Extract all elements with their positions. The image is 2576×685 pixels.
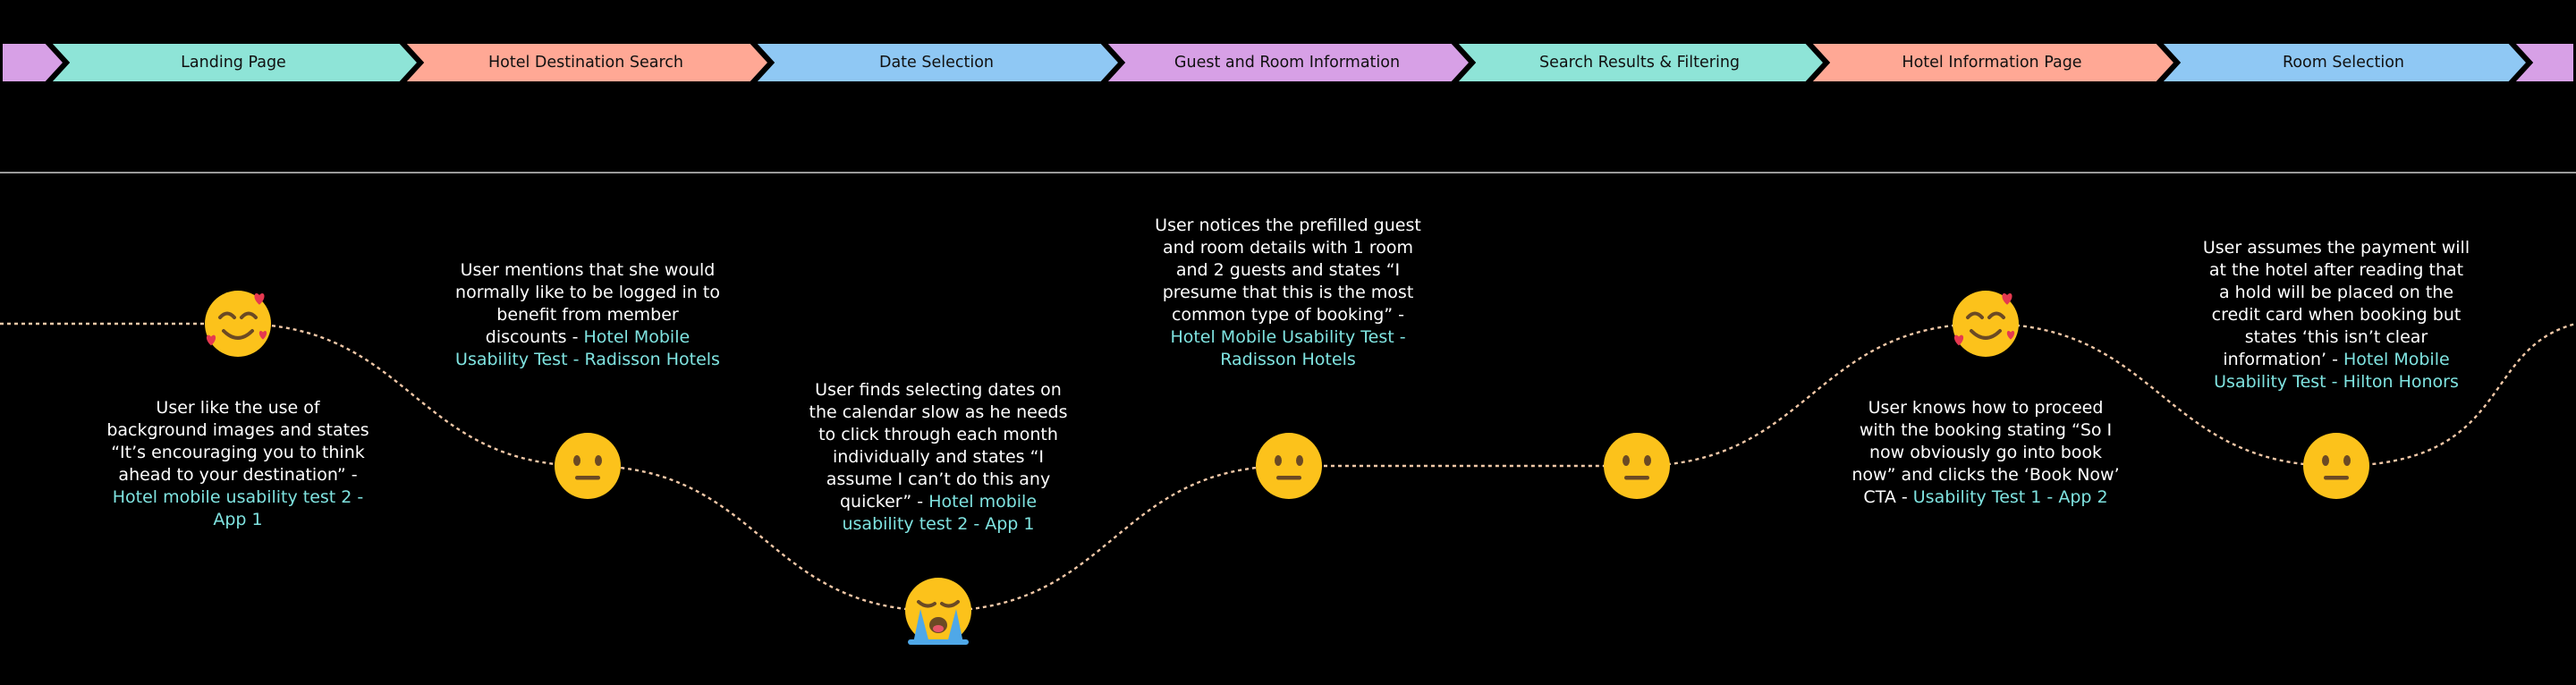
stage-label: Search Results & Filtering xyxy=(1538,54,1741,72)
stage-label: Guest and Room Information xyxy=(1174,54,1401,72)
stage-arrows xyxy=(0,41,2576,84)
note-text: User like the use of background images a… xyxy=(106,398,369,485)
neutral-face-icon xyxy=(550,428,625,503)
section-divider xyxy=(0,172,2576,173)
stage-label: Hotel Destination Search xyxy=(487,54,684,72)
note-text: User notices the prefilled guest and roo… xyxy=(1155,216,1421,325)
note-text: User finds selecting dates on the calend… xyxy=(809,380,1068,512)
stage-arrow xyxy=(0,41,71,84)
note-text: User mentions that she would normally li… xyxy=(455,260,720,347)
crying-face-icon xyxy=(901,573,976,648)
touchpoint-note: User like the use of background images a… xyxy=(104,397,372,531)
note-text: User knows how to proceed with the booki… xyxy=(1852,398,2120,507)
note-source: Hotel Mobile Usability Test - Hilton Hon… xyxy=(2214,350,2459,392)
note-text: User assumes the payment will at the hot… xyxy=(2202,238,2470,369)
note-source: Usability Test 1 - App 2 xyxy=(1912,487,2108,507)
smiling-hearts-icon xyxy=(200,286,275,361)
stage-label: Room Selection xyxy=(2282,54,2405,72)
touchpoint-note: User assumes the payment will at the hot… xyxy=(2202,237,2470,393)
smiling-hearts-icon xyxy=(1948,286,2023,361)
journey-stage-bar: Landing Page Hotel Destination Search Date… xyxy=(0,41,2576,84)
touchpoint-note: User notices the prefilled guest and roo… xyxy=(1154,215,1422,371)
neutral-face-icon xyxy=(1599,428,1674,503)
neutral-face-icon xyxy=(2299,428,2374,503)
touchpoint-note: User finds selecting dates on the calend… xyxy=(804,379,1072,536)
touchpoint-note: User mentions that she would normally li… xyxy=(453,259,722,371)
note-source: Hotel mobile usability test 2 - App 1 xyxy=(842,492,1038,534)
stage-label: Landing Page xyxy=(181,54,286,72)
note-source: Hotel Mobile Usability Test - Radisson H… xyxy=(1170,327,1406,369)
note-source: Hotel mobile usability test 2 - App 1 xyxy=(112,487,364,529)
emotion-curve-line xyxy=(0,322,2576,613)
touchpoint-note: User knows how to proceed with the booki… xyxy=(1852,397,2120,509)
note-source: Hotel Mobile Usability Test - Radisson H… xyxy=(455,327,720,369)
stage-label: Hotel Information Page xyxy=(1902,54,2082,72)
neutral-face-icon xyxy=(1251,428,1326,503)
stage-label: Date Selection xyxy=(878,54,995,72)
